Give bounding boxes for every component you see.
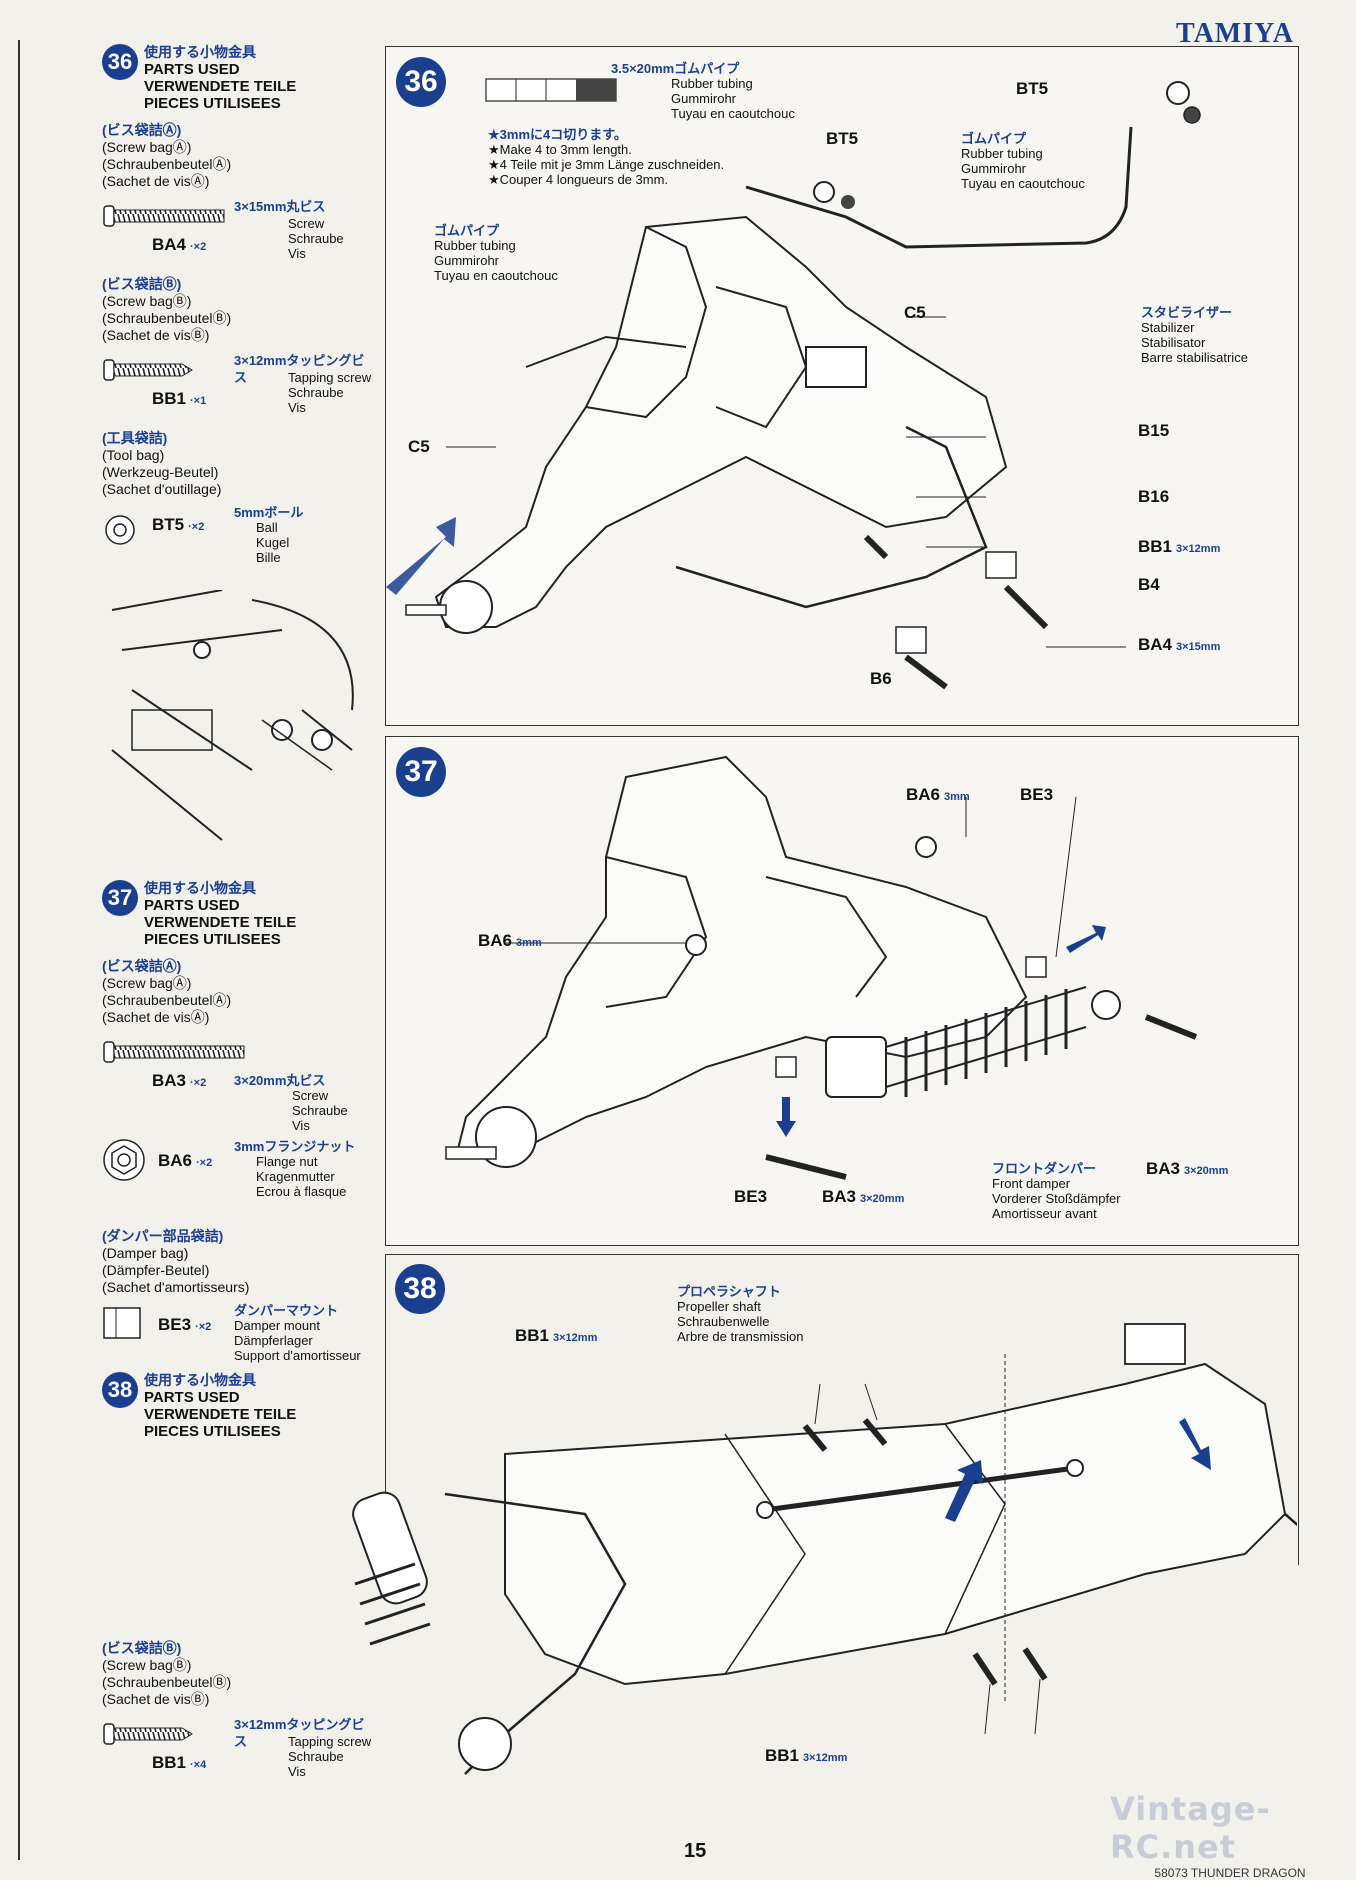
parts-list-38-bag: (ビス袋詰Ⓑ) (Screw bagⒷ) (SchraubenbeutelⒷ) … [102,1630,372,1784]
part-label-b4: B4 [1138,575,1160,594]
step-badge-38: 38 [102,1372,138,1408]
part-label-c5: C5 [408,437,430,456]
step-36-assembly-drawing [386,78,1201,690]
parts-list-37: 37 使用する小物金具 PARTS USED VERWENDETE TEILE … [102,880,372,1366]
page-number: 15 [684,1840,707,1862]
step-38-frame [385,1254,1299,1565]
step-number-37: 37 [396,747,446,797]
part-label-b6: B6 [870,669,892,688]
part-label-be3: BE3 [1020,785,1054,804]
screw-icon [103,1041,245,1063]
detail-illustration [111,590,354,841]
step-badge-37: 37 [102,880,138,916]
flange-nut-icon [103,1139,145,1181]
step-38-panel: 38 [352,1254,1299,1778]
part-label-bt5: BT5 [1016,79,1049,98]
parts-list-38: 38 使用する小物金具 PARTS USED VERWENDETE TEILE … [102,1372,372,1440]
step-badge-36: 36 [102,44,138,80]
part-label-b16: B16 [1138,487,1170,506]
model-code: 58073 THUNDER DRAGON [1154,1866,1306,1880]
step-38-assembly-drawing [352,1323,1297,1775]
damper-mount-icon [103,1307,141,1339]
rubber-tubing-label: ゴムパイプ Rubber tubing Gummirohr Tuyau en c… [961,131,1085,191]
parts-list-36: 36 使用する小物金具 PARTS USED VERWENDETE TEILE … [102,44,372,565]
front-damper-label: フロントダンパー Front damper Vorderer Stoßdämpf… [992,1161,1121,1221]
step-37-assembly-drawing [445,755,1198,1180]
tapping-screw-icon [103,1723,193,1745]
part-label-c5: C5 [904,303,926,322]
bag-label: (工具袋詰) [102,430,168,446]
part-label-b15: B15 [1138,421,1170,440]
watermark-text: Vintage-RC.net [1110,1790,1271,1866]
part-label-be3: BE3 [734,1187,768,1206]
rubber-tubing-label: ゴムパイプ Rubber tubing Gummirohr Tuyau en c… [434,223,558,283]
cut-instruction: ★3mmに4コ切ります。 ★Make 4 to 3mm length. ★4 T… [488,127,725,187]
screw-icon [103,205,225,227]
stabilizer-label: スタビライザー Stabilizer Stabilisator Barre st… [1141,305,1248,365]
bag-label: (ビス袋詰Ⓑ) [102,276,182,292]
bag-label: (ビス袋詰Ⓐ) [102,122,182,138]
brand-logo: TAMIYA [1175,18,1294,49]
part-label-bt5: BT5 [826,129,859,148]
step-36-panel: 36 3.5×20m [385,46,1299,726]
parts-used-jp: 使用する小物金具 [144,44,256,60]
page-edge-strip [0,40,20,1860]
step-number-38: 38 [395,1264,445,1314]
tube-label: 3.5×20mmゴムパイプ Rubber tubing Gummirohr Tu… [611,61,795,121]
tapping-screw-icon [103,359,193,381]
footer-watermark: Vintage-RC.net 58073 THUNDER DRAGON [1110,1790,1350,1880]
step-number-36: 36 [396,57,446,107]
ball-icon [105,515,135,545]
propeller-shaft-label: プロペラシャフト Propeller shaft Schraubenwelle … [677,1284,804,1344]
